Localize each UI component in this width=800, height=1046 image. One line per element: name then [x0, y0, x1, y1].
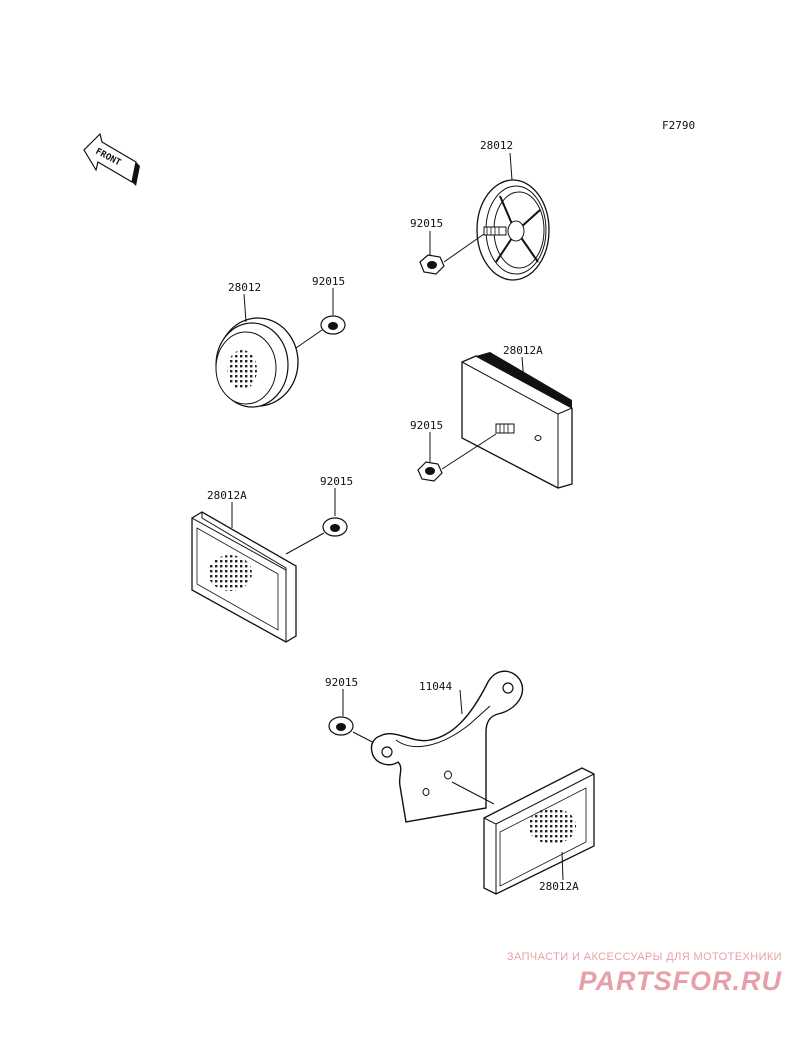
label-28012A-bottom: 28012A — [539, 880, 579, 893]
label-11044: 11044 — [419, 680, 452, 693]
nut-bottom — [328, 716, 354, 736]
nut-top — [419, 254, 445, 275]
label-92015-mid-left: 92015 — [320, 475, 353, 488]
label-92015-left: 92015 — [312, 275, 345, 288]
round-reflector-top — [476, 179, 550, 281]
rect-reflector-bottom — [483, 767, 595, 895]
label-28012A-left: 28012A — [207, 489, 247, 502]
rect-reflector-left — [191, 511, 297, 643]
nut-mid-left — [322, 517, 348, 537]
label-92015-bottom: 92015 — [325, 676, 358, 689]
front-arrow-icon: FRONT — [83, 132, 140, 186]
nut-right — [417, 461, 443, 482]
license-bracket — [370, 670, 524, 823]
figure-code: F2790 — [662, 119, 695, 132]
label-92015-right: 92015 — [410, 419, 443, 432]
label-92015-top: 92015 — [410, 217, 443, 230]
round-reflector-left — [215, 317, 299, 408]
watermark-tagline: ЗАПЧАСТИ И АКСЕССУАРЫ ДЛЯ МОТОТЕХНИКИ — [506, 951, 782, 963]
watermark-logo: PARTSFOR.RU — [578, 966, 782, 996]
label-28012-left: 28012 — [228, 281, 261, 294]
label-28012-top: 28012 — [480, 139, 513, 152]
nut-left — [320, 315, 346, 335]
rect-reflector-right — [461, 352, 573, 489]
label-28012A-right: 28012A — [503, 344, 543, 357]
